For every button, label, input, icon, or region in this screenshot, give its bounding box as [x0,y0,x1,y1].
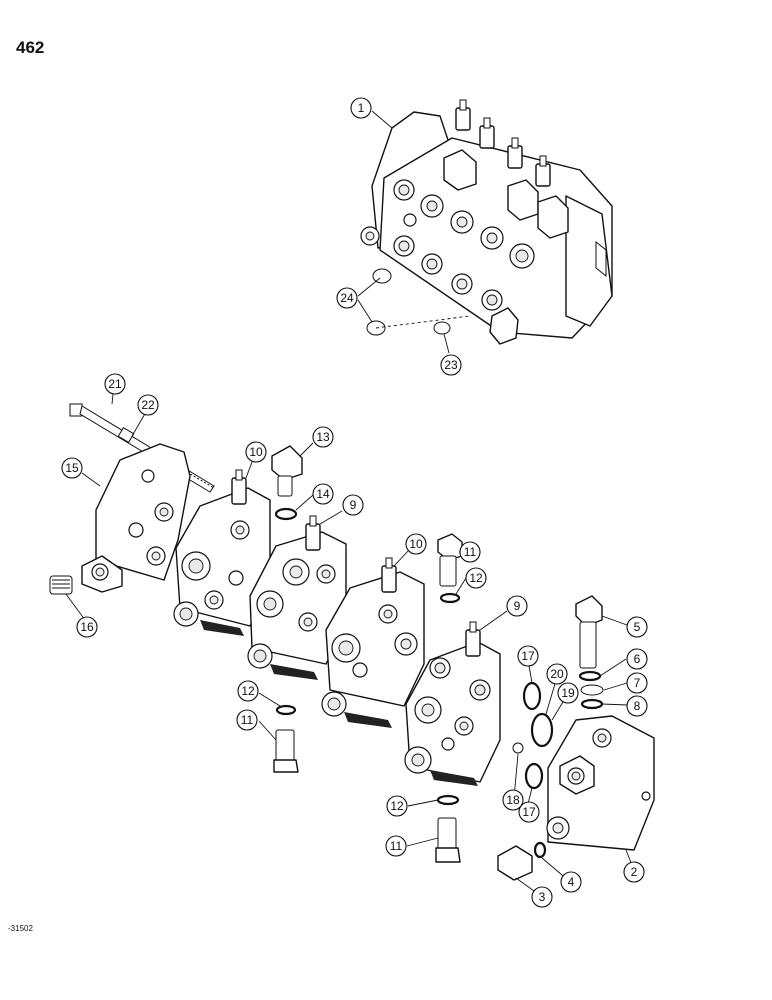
callout-14: 14 [312,483,334,505]
callout-21: 21 [104,373,126,395]
callout-23-label: 23 [444,358,458,372]
callout-12-left: 12 [237,680,259,702]
callout-19-label: 19 [561,686,575,700]
callout-1: 1 [350,97,372,119]
callout-11-left: 11 [236,709,258,731]
callout-11-left-label: 11 [241,713,254,727]
callout-8-label: 8 [634,699,641,713]
callout-17-lower-label: 17 [522,805,536,819]
callout-24: 24 [336,287,358,309]
callout-5-label: 5 [634,620,641,634]
callout-20-label: 20 [550,667,564,681]
callout-10-lower-label: 10 [409,537,423,551]
callout-23: 23 [440,354,462,376]
callout-15: 15 [61,457,83,479]
figure-code: -31502 [8,924,33,933]
callout-12-left-label: 12 [241,684,255,698]
callout-22-label: 22 [141,398,155,412]
callout-12-upper: 12 [465,567,487,589]
callout-13: 13 [312,426,334,448]
callouts: 1 23 24 21 22 15 16 10 13 14 9 10 11 12 … [61,97,648,908]
callout-16: 16 [76,616,98,638]
callout-10-upper: 10 [245,441,267,463]
exploded-valve-sections [49,403,655,881]
callout-13-label: 13 [316,430,330,444]
callout-9-upper: 9 [342,494,364,516]
callout-2-label: 2 [631,865,638,879]
callout-4-label: 4 [568,875,575,889]
callout-24-label: 24 [340,291,354,305]
callout-17-upper-label: 17 [521,649,535,663]
callout-7-label: 7 [634,676,641,690]
callout-21-label: 21 [108,377,122,391]
callout-17-upper: 17 [517,645,539,667]
callout-9-upper-label: 9 [350,498,357,512]
callout-12-lower-label: 12 [390,799,404,813]
callout-12-lower: 12 [386,795,408,817]
callout-9-lower-label: 9 [514,599,521,613]
callout-8: 8 [626,695,648,717]
callout-11-upper: 11 [459,541,481,563]
page-number: 462 [16,38,45,57]
callout-14-label: 14 [316,487,330,501]
callout-18: 18 [502,789,524,811]
callout-3-label: 3 [539,890,546,904]
callout-12-upper-label: 12 [469,571,483,585]
callout-6: 6 [626,648,648,670]
callout-18-label: 18 [506,793,520,807]
callout-1-label: 1 [358,101,365,115]
callout-22: 22 [137,394,159,416]
callout-20: 20 [546,663,568,685]
callout-17-lower: 17 [518,801,540,823]
callout-19: 19 [557,682,579,704]
assembled-control-valve [360,99,613,345]
callout-5: 5 [626,616,648,638]
callout-3: 3 [531,886,553,908]
callout-9-lower: 9 [506,595,528,617]
callout-2: 2 [623,861,645,883]
callout-11-lower-label: 11 [390,839,403,853]
callout-10-lower: 10 [405,533,427,555]
callout-11-lower: 11 [385,835,407,857]
callout-16-label: 16 [80,620,94,634]
callout-11-upper-label: 11 [464,545,477,559]
callout-6-label: 6 [634,652,641,666]
callout-7: 7 [626,672,648,694]
callout-4: 4 [560,871,582,893]
callout-15-label: 15 [65,461,79,475]
callout-10-upper-label: 10 [249,445,263,459]
